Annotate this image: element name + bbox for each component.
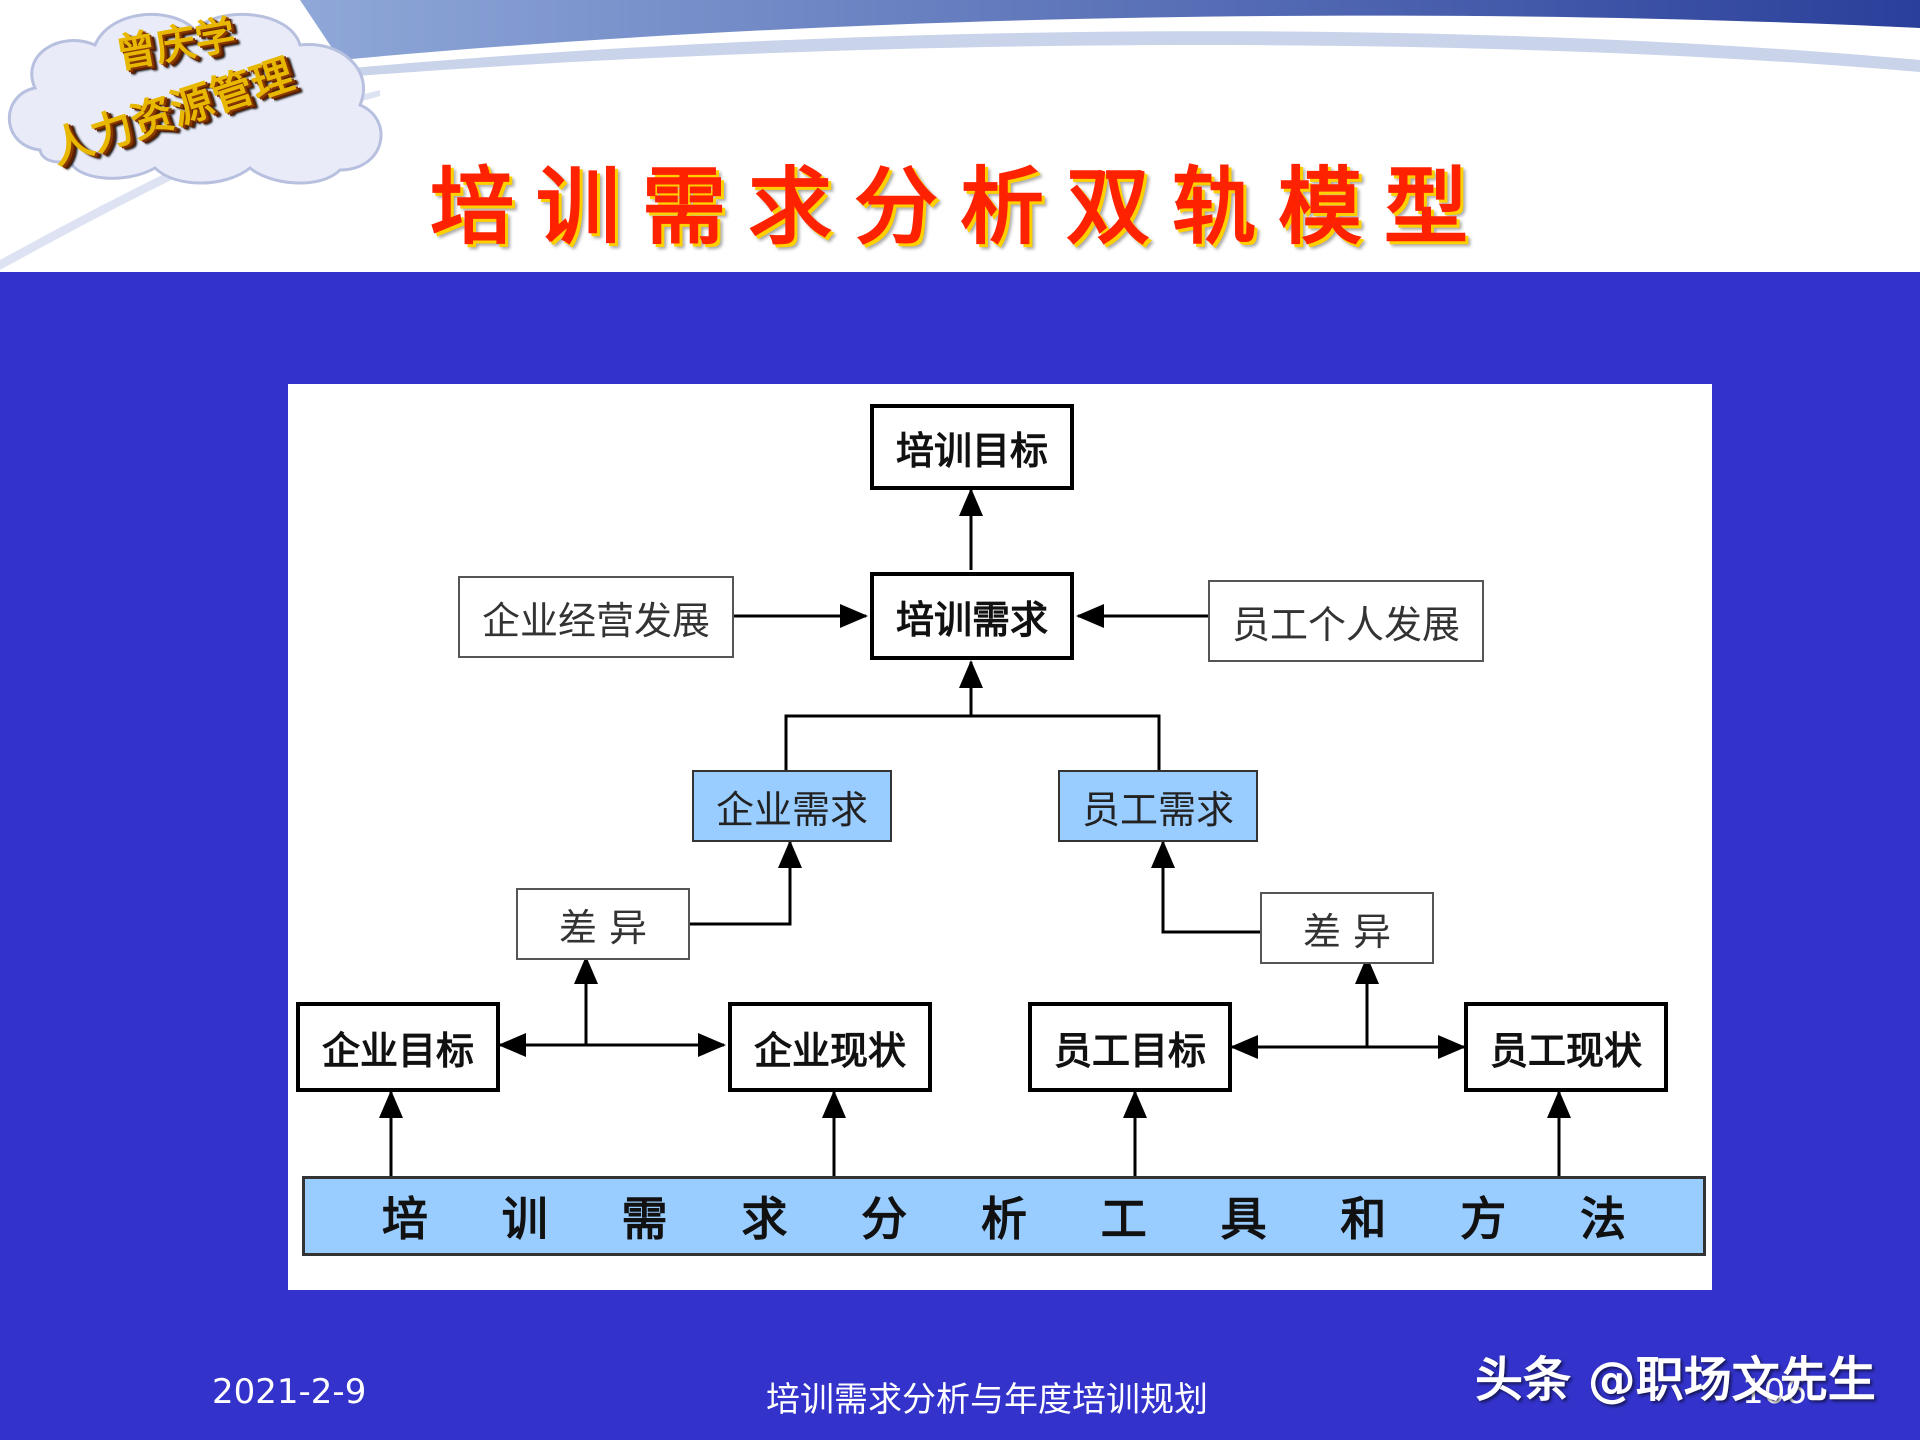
slide-title: 培训需求分析双轨模型 (429, 157, 1490, 256)
enterprise-goal-box: 企业目标 (296, 1002, 500, 1092)
tool-char: 方 (1460, 1192, 1507, 1246)
tool-char: 培 (381, 1192, 428, 1246)
arrow-gap-left-to-need (690, 840, 802, 926)
tool-char: 法 (1580, 1192, 1627, 1246)
needs-bracket (784, 714, 1161, 770)
gap-right-box: 差 异 (1260, 892, 1434, 964)
arrow-gap-right-to-need (1151, 840, 1260, 934)
watermark: 头条 @职场文先生 (1475, 1352, 1876, 1408)
training-tools-bar: 培 训 需 求 分 析 工 具 和 方 法 (302, 1176, 1706, 1256)
tool-char: 具 (1220, 1192, 1267, 1246)
diagram-connectors (379, 488, 1571, 1176)
footer-date: 2021-2-9 (212, 1372, 367, 1412)
tool-char: 分 (861, 1192, 908, 1246)
slide-header: 曾庆学 人力资源管理 培训需求分析双轨模型 (0, 0, 1920, 272)
enterprise-status-box: 企业现状 (728, 1002, 932, 1092)
tool-char: 和 (1340, 1192, 1387, 1246)
tool-char: 工 (1100, 1192, 1147, 1246)
tool-char: 析 (980, 1192, 1027, 1246)
business-development-box: 企业经营发展 (458, 576, 734, 658)
employee-development-box: 员工个人发展 (1208, 580, 1484, 662)
footer-subject: 培训需求分析与年度培训规划 (766, 1380, 1208, 1420)
training-need-box: 培训需求 (870, 572, 1074, 660)
employee-need-box: 员工需求 (1058, 770, 1258, 842)
employee-status-box: 员工现状 (1464, 1002, 1668, 1092)
gap-left-box: 差 异 (516, 888, 690, 960)
footer-page-number: 106 (1742, 1372, 1807, 1412)
logo-cloud-icon (7, 12, 383, 185)
tool-char: 训 (501, 1192, 548, 1246)
header-swoosh (0, 0, 1920, 270)
employee-goal-box: 员工目标 (1028, 1002, 1232, 1092)
tool-char: 求 (741, 1192, 788, 1246)
diagram-panel: 培训目标 培训需求 企业经营发展 员工个人发展 企业需求 员工需求 差 异 差 … (288, 384, 1712, 1290)
training-goal-box: 培训目标 (870, 404, 1074, 490)
enterprise-need-box: 企业需求 (692, 770, 892, 842)
tool-char: 需 (621, 1192, 668, 1246)
